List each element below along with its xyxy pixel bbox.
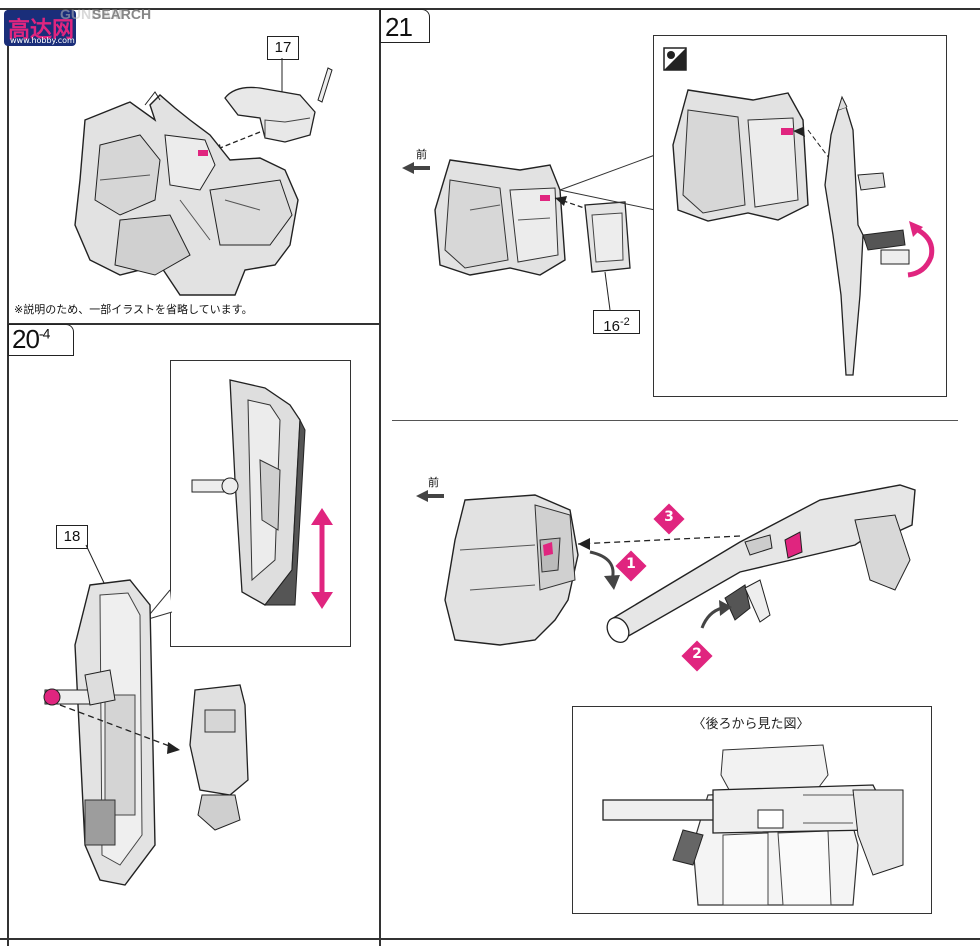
step22-inset-caption: 〈後ろから見た図〉: [692, 717, 810, 732]
left-h-divider: [7, 323, 380, 325]
step-21-number: 21: [385, 12, 413, 42]
logo-badge: [4, 10, 76, 46]
logo-search: SEARCH: [92, 6, 152, 22]
step22-marker-3-label: 3: [664, 509, 674, 525]
panel-switch-icon: [663, 47, 687, 71]
part-number-17: 17: [267, 36, 299, 60]
center-divider: [379, 8, 381, 946]
step17-illustration: [74, 58, 333, 296]
part-16-suffix: -2: [619, 316, 630, 328]
step-20-main: 20: [12, 324, 40, 354]
right-h-divider: [392, 420, 958, 421]
step-20-suffix: -4: [38, 325, 50, 342]
part-number-18: 18: [56, 525, 88, 549]
step17-note: ※説明のため、一部イラストを省略しています。: [14, 303, 253, 316]
step21-front-label: 前: [416, 148, 427, 161]
part-16-main: 16: [603, 318, 620, 335]
step22-marker-1-label: 1: [626, 556, 636, 572]
top-border: [0, 8, 980, 10]
step20-inset-illustration: [191, 379, 333, 609]
step-20-label-box: [8, 324, 74, 356]
bottom-border: [0, 938, 980, 940]
step-21-label-box: [380, 9, 430, 43]
step22-inset-illustration: [602, 744, 904, 906]
step21-inset-illustration: [672, 89, 935, 376]
step22-front-arrow: [416, 490, 444, 502]
step22-front-label: 前: [428, 476, 439, 489]
step21-callout: [559, 154, 656, 211]
step22-illustration: [444, 484, 916, 646]
logo-prefix: GUNDAM: [60, 6, 123, 22]
step21-illustration: [434, 159, 631, 311]
step21-front-arrow: [402, 162, 430, 174]
left-border: [7, 8, 9, 946]
logo-brand-cn: 高达网: [8, 17, 75, 42]
step20-illustration: [43, 544, 249, 886]
step22-marker-2-label: 2: [692, 646, 702, 662]
logo-url: www.hobby.com: [10, 36, 75, 45]
part-number-16: 16-2: [593, 310, 640, 335]
step-20-number: 20-4: [12, 324, 50, 355]
